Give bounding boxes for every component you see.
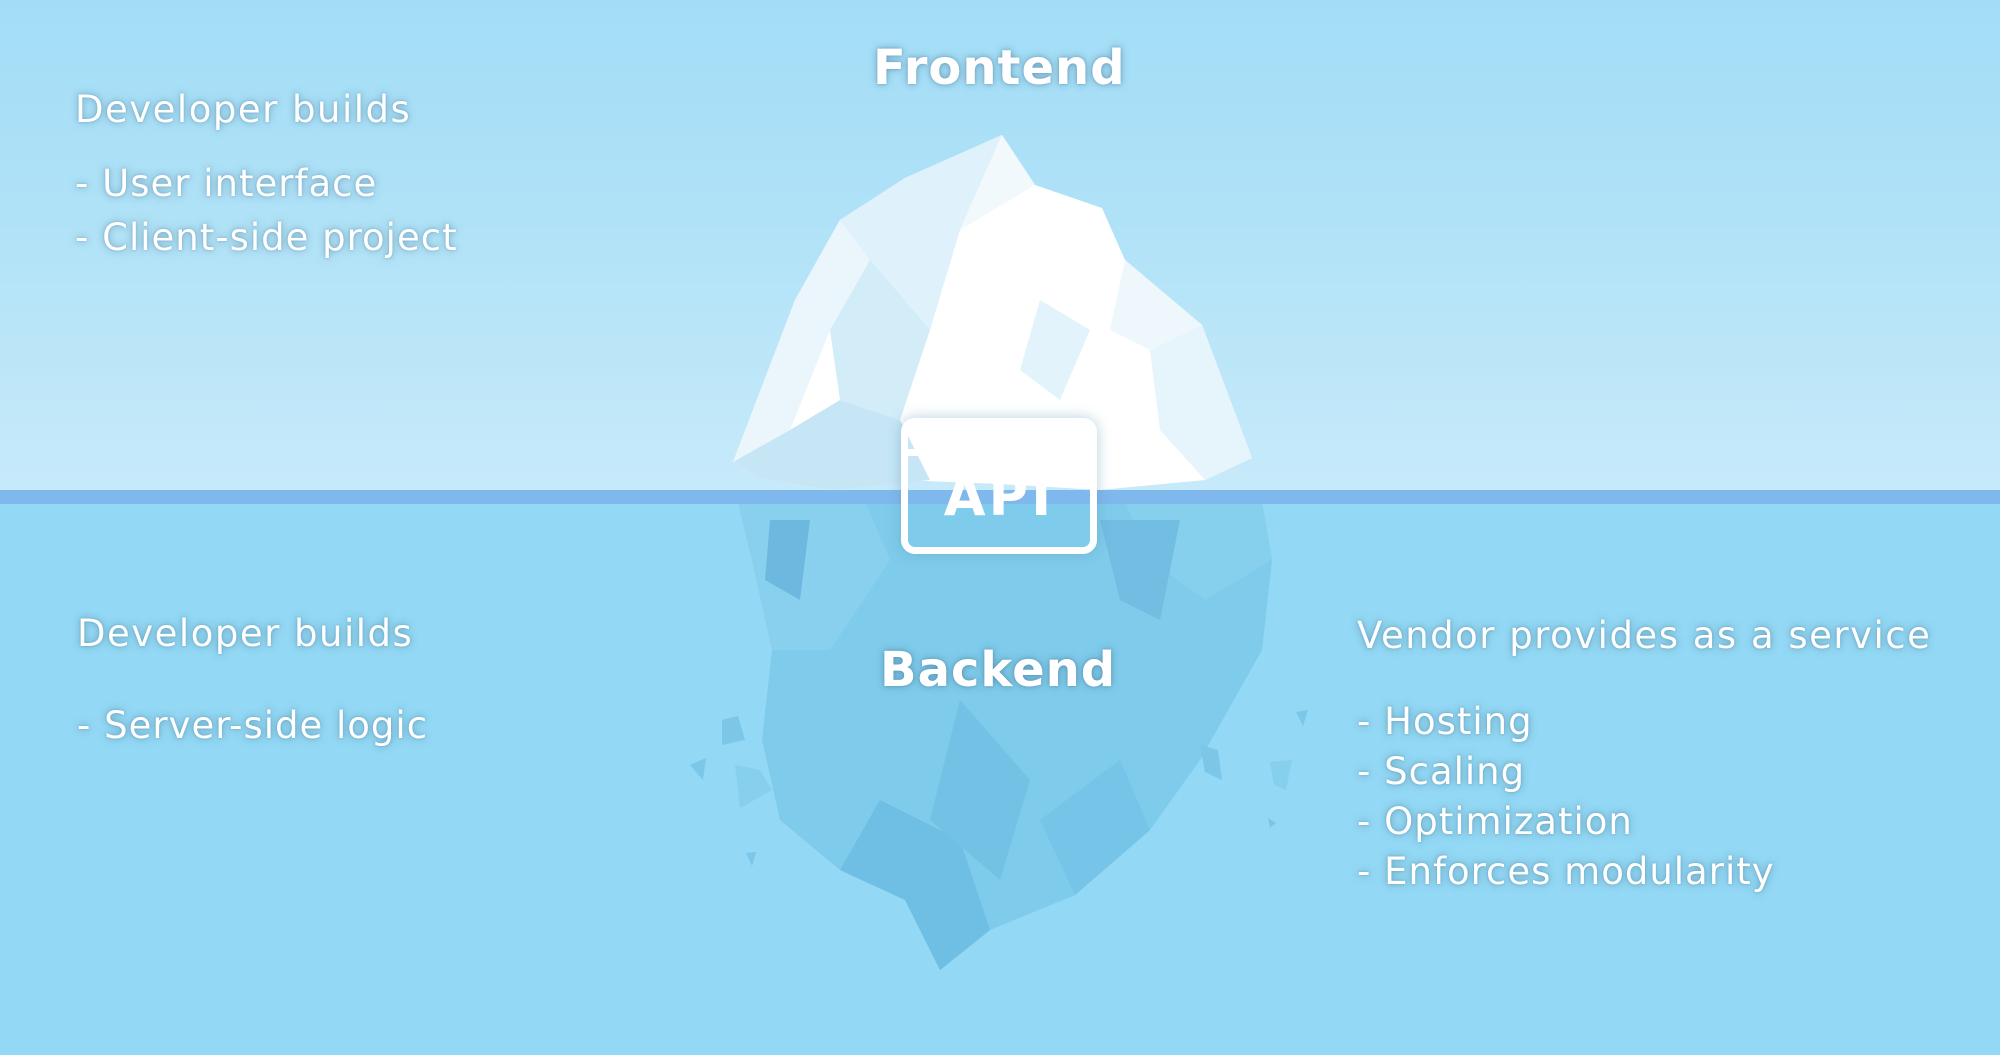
backend-title: Backend	[880, 642, 1117, 698]
list-item: Enforces modularity	[1357, 847, 1931, 897]
iceberg-underwater	[690, 490, 1308, 970]
api-window-titlebar	[908, 449, 1090, 456]
vendor-description: Vendor provides as a service Hosting Sca…	[1357, 614, 1931, 897]
backend-description: Developer builds Server-side logic	[77, 612, 428, 753]
frontend-title: Frontend	[873, 40, 1126, 96]
api-window-icon: API	[901, 418, 1097, 554]
list-item: Client-side project	[75, 211, 458, 265]
list-item: User interface	[75, 157, 458, 211]
list-item: Hosting	[1357, 697, 1931, 747]
vendor-list: Hosting Scaling Optimization Enforces mo…	[1357, 697, 1931, 897]
frontend-heading: Developer builds	[75, 88, 412, 131]
iceberg-above-water	[733, 135, 1252, 490]
frontend-description: Developer builds User interface Client-s…	[75, 88, 458, 265]
api-label: API	[943, 465, 1055, 528]
list-item: Scaling	[1357, 747, 1931, 797]
water-line	[0, 490, 2000, 504]
list-item: Optimization	[1357, 797, 1931, 847]
vendor-heading: Vendor provides as a service	[1357, 614, 1932, 657]
backend-list: Server-side logic	[77, 699, 428, 753]
backend-heading: Developer builds	[77, 612, 414, 655]
frontend-list: User interface Client-side project	[75, 157, 458, 265]
list-item: Server-side logic	[77, 699, 428, 753]
